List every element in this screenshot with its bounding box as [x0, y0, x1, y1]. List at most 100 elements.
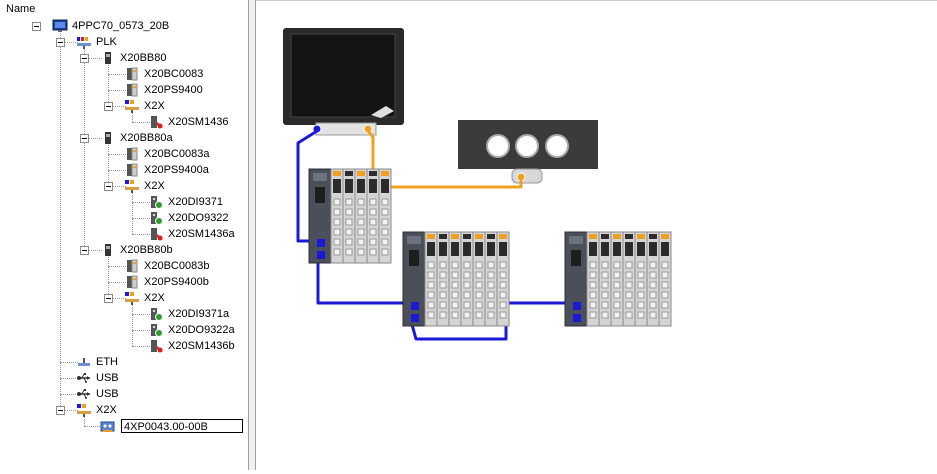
- tree-node-label: PLK: [96, 36, 117, 48]
- tree-node-label: X20DO9322: [168, 212, 229, 224]
- tree-connector: [60, 394, 78, 395]
- tree-node-label: X20BB80b: [120, 244, 173, 256]
- x2x-bus-icon: [77, 404, 91, 417]
- module-ok-icon: [151, 324, 163, 337]
- bus-base-icon: [105, 132, 111, 144]
- tree-node-label: ETH: [96, 356, 118, 368]
- tree-connector: [60, 410, 78, 411]
- collapse-toggle[interactable]: [80, 134, 89, 143]
- tree-connector: [132, 193, 133, 234]
- tree-connector: [132, 234, 150, 235]
- tree-node-label: X20DI9371: [168, 196, 224, 208]
- tree-connector: [60, 33, 61, 410]
- tree-connector: [108, 106, 126, 107]
- module-ok-icon: [151, 308, 163, 321]
- tree-node-label: X20DO9322a: [168, 324, 235, 336]
- tree-node-label: X20BC0083a: [144, 148, 210, 160]
- powerlink-cable-3: [409, 301, 574, 341]
- tree-connector: [108, 257, 109, 298]
- panel-pc-icon: [52, 19, 68, 32]
- tree-node-label: X20SM1436b: [168, 340, 235, 352]
- collapse-toggle[interactable]: [80, 246, 89, 255]
- tree-connector: [132, 218, 150, 219]
- tree-connector: [84, 250, 102, 251]
- collapse-toggle[interactable]: [80, 54, 89, 63]
- tree-node-label: X20BB80: [120, 52, 167, 64]
- tree-node-label: X2X: [144, 180, 165, 192]
- tree-connector: [132, 346, 150, 347]
- tree-node-label: X20BC0083b: [144, 260, 210, 272]
- collapse-toggle[interactable]: [32, 22, 41, 31]
- rename-edit-field[interactable]: 4XP0043.00-00B: [121, 419, 243, 433]
- x2x-bus-icon: [125, 180, 139, 193]
- tree-node-label: 4PPC70_0573_20B: [72, 20, 170, 32]
- tree-connector: [108, 170, 126, 171]
- tree-connector: [108, 266, 126, 267]
- collapse-toggle[interactable]: [104, 182, 113, 191]
- x20-station-x20bb80b[interactable]: [564, 231, 672, 327]
- tree-node-label: X20PS9400: [144, 84, 203, 96]
- tree-node-label: X2X: [144, 100, 165, 112]
- usb-icon: [77, 373, 90, 383]
- tree-connector: [132, 122, 150, 123]
- module-error-icon: [151, 116, 163, 129]
- tree-node-label: X20PS9400b: [144, 276, 209, 288]
- module-icon: [127, 83, 138, 97]
- collapse-toggle[interactable]: [104, 102, 113, 111]
- powerlink-cable-2: [316, 261, 413, 305]
- module-ok-icon: [151, 196, 163, 209]
- tree-node-label: X20BB80a: [120, 132, 173, 144]
- tree-connector: [108, 65, 109, 106]
- tree-connector: [132, 330, 150, 331]
- tree-connector: [132, 305, 133, 346]
- module-icon: [127, 163, 138, 177]
- tree-connector: [108, 90, 126, 91]
- tree-connector: [132, 113, 133, 122]
- x20-station-x20bb80[interactable]: [308, 168, 392, 264]
- tree-connector: [132, 314, 150, 315]
- tree-node-label: X2X: [144, 292, 165, 304]
- tree-connector: [60, 42, 78, 43]
- tree-connector: [60, 362, 78, 363]
- tree-node-label: X20PS9400a: [144, 164, 209, 176]
- tree-column-header-name[interactable]: Name: [6, 3, 36, 15]
- physical-view-drawing: [283, 28, 672, 341]
- physical-view-canvas: [256, 0, 937, 470]
- tree-node-label: USB: [96, 372, 119, 384]
- tree-connector: [84, 138, 102, 139]
- collapse-toggle[interactable]: [56, 406, 65, 415]
- x2x-button-panel-device[interactable]: [458, 120, 598, 184]
- tree-connector: [84, 417, 85, 426]
- ethernet-icon: [78, 358, 90, 366]
- powerlink-cable-1: [296, 129, 318, 243]
- x2x-bus-icon: [125, 292, 139, 305]
- tree-connector: [84, 426, 102, 427]
- x20-station-x20bb80a[interactable]: [402, 231, 510, 327]
- module-error-icon: [151, 340, 163, 353]
- tree-connector: [108, 282, 126, 283]
- pane-splitter[interactable]: [248, 0, 256, 470]
- tree-connector: [132, 202, 150, 203]
- io-device-icon: [100, 421, 115, 432]
- tree-connector: [108, 74, 126, 75]
- bus-base-icon: [105, 52, 111, 64]
- tree-connector: [108, 145, 109, 186]
- collapse-toggle[interactable]: [104, 294, 113, 303]
- module-icon: [127, 275, 138, 289]
- tree-connector: [84, 58, 102, 59]
- module-error-icon: [151, 228, 163, 241]
- tree-connector: [60, 378, 78, 379]
- x2x-bus-icon: [125, 100, 139, 113]
- tree-connector: [108, 186, 126, 187]
- tree-node-label: USB: [96, 388, 119, 400]
- tree-node-label: X2X: [96, 404, 117, 416]
- module-icon: [127, 147, 138, 161]
- tree-connector: [84, 49, 85, 250]
- collapse-toggle[interactable]: [56, 38, 65, 47]
- tree-node-label: X20DI9371a: [168, 308, 230, 320]
- tree-connector: [108, 154, 126, 155]
- panel-pc-device[interactable]: [283, 28, 404, 136]
- powerlink-bus-icon: [77, 37, 91, 49]
- bus-base-icon: [105, 244, 111, 256]
